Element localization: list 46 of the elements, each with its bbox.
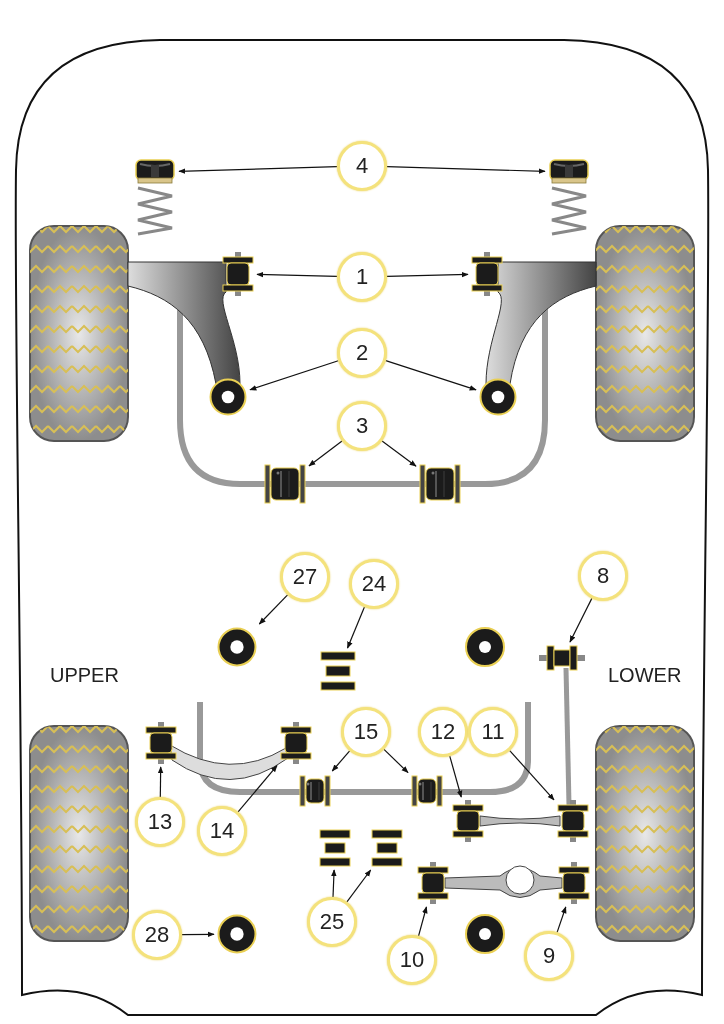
leader-arrow (346, 606, 366, 649)
leader-arrow (308, 440, 343, 467)
axle-label: UPPER (50, 664, 119, 687)
leader-arrow (256, 271, 338, 278)
stack-bushing-drawing (320, 651, 356, 691)
link-bushing-drawing (539, 645, 585, 671)
round-bushing-drawing (479, 378, 517, 416)
leader-arrow (157, 766, 164, 798)
leader-arrow (386, 166, 546, 174)
leader-arrow (385, 360, 477, 391)
stack-bushing-drawing (371, 829, 403, 867)
leader-arrow (449, 755, 463, 798)
leader-arrow (178, 166, 338, 174)
leader-arrow (331, 750, 351, 772)
stack-bushing-drawing (319, 829, 351, 867)
round-bushing-drawing (217, 914, 257, 954)
leader-arrow (569, 597, 593, 643)
leader-arrow (331, 869, 337, 898)
bump-bushing-drawing (134, 159, 176, 185)
leader-arrow (386, 271, 469, 278)
bush-bushing-drawing (558, 862, 590, 904)
barrel-bushing-drawing (299, 774, 331, 808)
leader-arrow (509, 750, 555, 801)
round-bushing-drawing (217, 627, 257, 667)
bush-bushing-drawing (557, 800, 589, 842)
leader-arrow (381, 440, 417, 467)
bush-bushing-drawing (417, 862, 449, 904)
leader-arrow (249, 360, 339, 391)
leader-arrow (237, 765, 278, 813)
bump-bushing-drawing (548, 159, 590, 185)
bush-bushing-drawing (471, 252, 503, 296)
barrel-bushing-drawing (419, 463, 461, 505)
bush-bushing-drawing (452, 800, 484, 842)
leader-arrow (346, 869, 372, 903)
leader-arrow (383, 748, 409, 774)
leader-arrow (556, 906, 567, 933)
round-bushing-drawing (209, 378, 247, 416)
leader-arrow (258, 594, 289, 625)
bush-bushing-drawing (145, 722, 177, 764)
bush-bushing-drawing (222, 252, 254, 296)
bush-bushing-drawing (280, 722, 312, 764)
leader-arrow (417, 906, 428, 937)
barrel-bushing-drawing (264, 463, 306, 505)
axle-label: LOWER (608, 664, 682, 687)
leader-arrow (181, 931, 215, 938)
barrel-bushing-drawing (411, 774, 443, 808)
